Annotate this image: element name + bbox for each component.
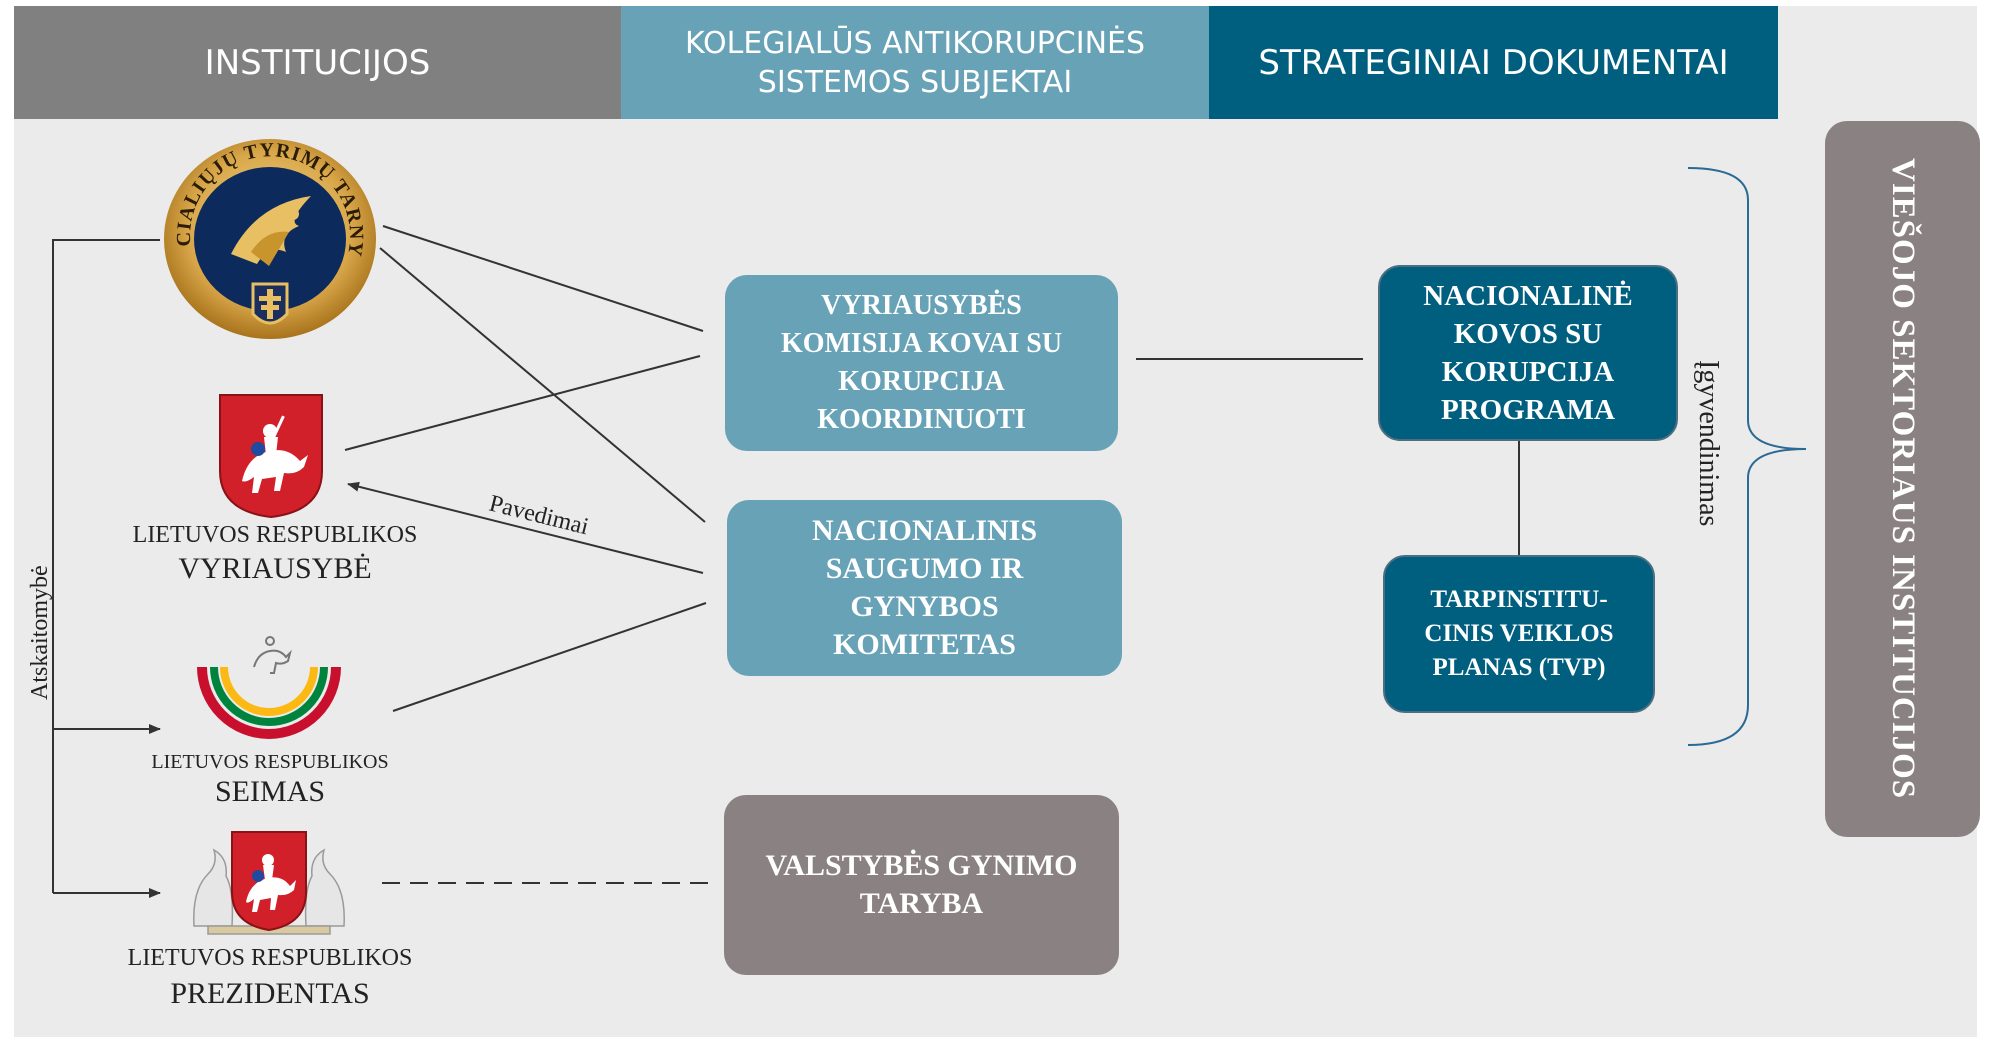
arrow-assignments bbox=[347, 481, 704, 574]
header-strategic-label: STRATEGINIAI DOKUMENTAI bbox=[1258, 42, 1729, 83]
plan-line-1: TARPINSTITU- bbox=[1430, 586, 1608, 613]
implementation-label: Įgyvendinimas bbox=[1693, 360, 1724, 526]
committee-line-4: KOMITETAS bbox=[833, 628, 1016, 661]
defence-council-line-2: TARYBA bbox=[859, 887, 984, 920]
president-label-line1: LIETUVOS RESPUBLIKOS bbox=[127, 945, 413, 971]
commission-line-3: KORUPCIJA bbox=[838, 366, 1005, 397]
seimas-label-line1: LIETUVOS RESPUBLIKOS bbox=[151, 751, 389, 773]
commission-line-2: KOMISIJA KOVAI SU bbox=[780, 328, 1063, 359]
line-stt-commission bbox=[382, 225, 704, 332]
public-sector-institutions-box bbox=[1825, 121, 1980, 837]
president-label-line2: PREZIDENTAS bbox=[170, 977, 370, 1010]
plan-line-2: CINIS VEIKLOS bbox=[1424, 620, 1614, 647]
plan-line-3: PLANAS (TVP) bbox=[1432, 654, 1606, 681]
government-label-line1: LIETUVOS RESPUBLIKOS bbox=[132, 522, 418, 548]
national-security-committee-box: NACIONALINIS SAUGUMO IR GYNYBOS KOMITETA… bbox=[727, 500, 1122, 676]
national-programme-box: NACIONALINĖ KOVOS SU KORUPCIJA PROGRAMA bbox=[1378, 265, 1678, 441]
government-commission-box: VYRIAUSYBĖS KOMISIJA KOVAI SU KORUPCIJA … bbox=[725, 275, 1118, 451]
knight-outline-icon bbox=[253, 636, 292, 674]
knight-horse-icon-president bbox=[246, 854, 296, 912]
header-collegial-line2: SISTEMOS SUBJEKTAI bbox=[757, 64, 1073, 100]
accountability-label: Atskaitomybė bbox=[27, 565, 53, 700]
header-collegial-line1: KOLEGIALŪS ANTIKORUPCINĖS bbox=[684, 25, 1146, 61]
header-institutions-label: INSTITUCIJOS bbox=[204, 42, 431, 83]
programme-line-4: PROGRAMA bbox=[1441, 394, 1615, 426]
line-seimas-committee bbox=[392, 602, 707, 712]
programme-line-2: KOVOS SU bbox=[1453, 318, 1603, 350]
header-collegial-subjects: KOLEGIALŪS ANTIKORUPCINĖS SISTEMOS SUBJE… bbox=[621, 6, 1209, 119]
public-sector-label: VIEŠOJO SEKTORIAUS INSTITUCIJOS bbox=[1885, 158, 1921, 800]
public-sector-text-container: VIEŠOJO SEKTORIAUS INSTITUCIJOS bbox=[1825, 121, 1980, 837]
programme-line-1: NACIONALINĖ bbox=[1423, 280, 1633, 312]
line-stt-committee bbox=[379, 247, 706, 523]
seimas-logo bbox=[197, 636, 341, 739]
committee-line-2: SAUGUMO IR bbox=[825, 552, 1024, 585]
government-label-line2: VYRIAUSYBĖ bbox=[178, 552, 372, 585]
government-coat-of-arms bbox=[219, 394, 323, 519]
defence-council-line-1: VALSTYBĖS GYNIMO bbox=[765, 849, 1078, 882]
commission-line-1: VYRIAUSYBĖS bbox=[821, 290, 1022, 321]
inter-institutional-plan-box: TARPINSTITU- CINIS VEIKLOS PLANAS (TVP) bbox=[1383, 555, 1655, 713]
commission-line-4: KOORDINUOTI bbox=[817, 404, 1026, 435]
programme-line-3: KORUPCIJA bbox=[1441, 356, 1615, 388]
assignments-label: Pavedimai bbox=[487, 491, 592, 541]
knight-horse-icon bbox=[242, 415, 308, 493]
committee-line-1: NACIONALINIS bbox=[811, 514, 1038, 547]
committee-line-3: GYNYBOS bbox=[850, 590, 999, 623]
header-strategic-documents: STRATEGINIAI DOKUMENTAI bbox=[1209, 6, 1778, 119]
seimas-label-line2: SEIMAS bbox=[214, 775, 326, 808]
eagle-icon bbox=[231, 196, 311, 266]
president-coat-of-arms bbox=[193, 831, 345, 935]
accountability-bracket bbox=[52, 239, 160, 893]
cross-shield-icon bbox=[251, 282, 289, 325]
line-government-commission bbox=[344, 355, 701, 451]
stt-seal-logo: SPECIALIŲJŲ TYRIMŲ TARNYBA bbox=[161, 134, 376, 339]
implementation-brace bbox=[1687, 167, 1807, 746]
header-institutions: INSTITUCIJOS bbox=[14, 6, 621, 119]
state-defence-council-box: VALSTYBĖS GYNIMO TARYBA bbox=[724, 795, 1119, 975]
